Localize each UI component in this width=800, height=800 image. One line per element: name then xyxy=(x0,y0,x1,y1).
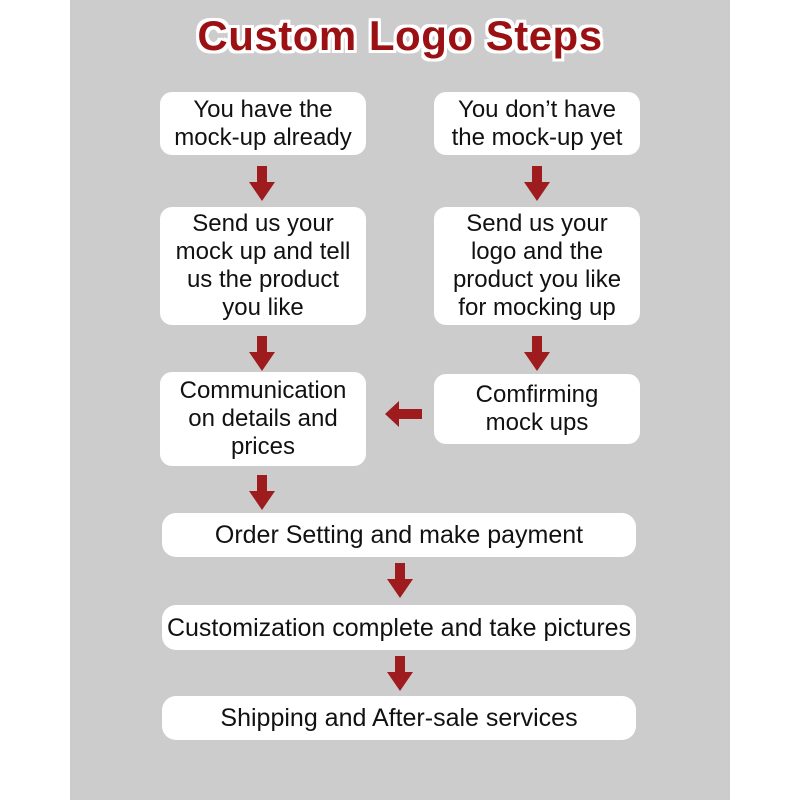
left-arrow-icon xyxy=(384,401,422,427)
down-arrow-icon xyxy=(522,336,552,372)
step-box-no-mockup: You don’t have the mock-up yet xyxy=(434,92,640,155)
step-box-shipping-aftersale: Shipping and After-sale services xyxy=(162,696,636,740)
step-box-confirming-mockups: Comfirming mock ups xyxy=(434,374,640,444)
down-arrow-icon xyxy=(247,166,277,202)
down-arrow-icon xyxy=(385,656,415,692)
down-arrow-icon xyxy=(247,336,277,372)
step-box-order-payment: Order Setting and make payment xyxy=(162,513,636,557)
step-box-send-mockup: Send us your mock up and tell us the pro… xyxy=(160,207,366,325)
step-box-send-logo: Send us your logo and the product you li… xyxy=(434,207,640,325)
down-arrow-icon xyxy=(522,166,552,202)
down-arrow-icon xyxy=(247,475,277,511)
step-box-have-mockup: You have the mock-up already xyxy=(160,92,366,155)
down-arrow-icon xyxy=(385,563,415,599)
step-box-customization-complete: Customization complete and take pictures xyxy=(162,605,636,650)
page-title: Custom Logo Steps xyxy=(197,12,603,59)
step-box-communication: Communication on details and prices xyxy=(160,372,366,466)
